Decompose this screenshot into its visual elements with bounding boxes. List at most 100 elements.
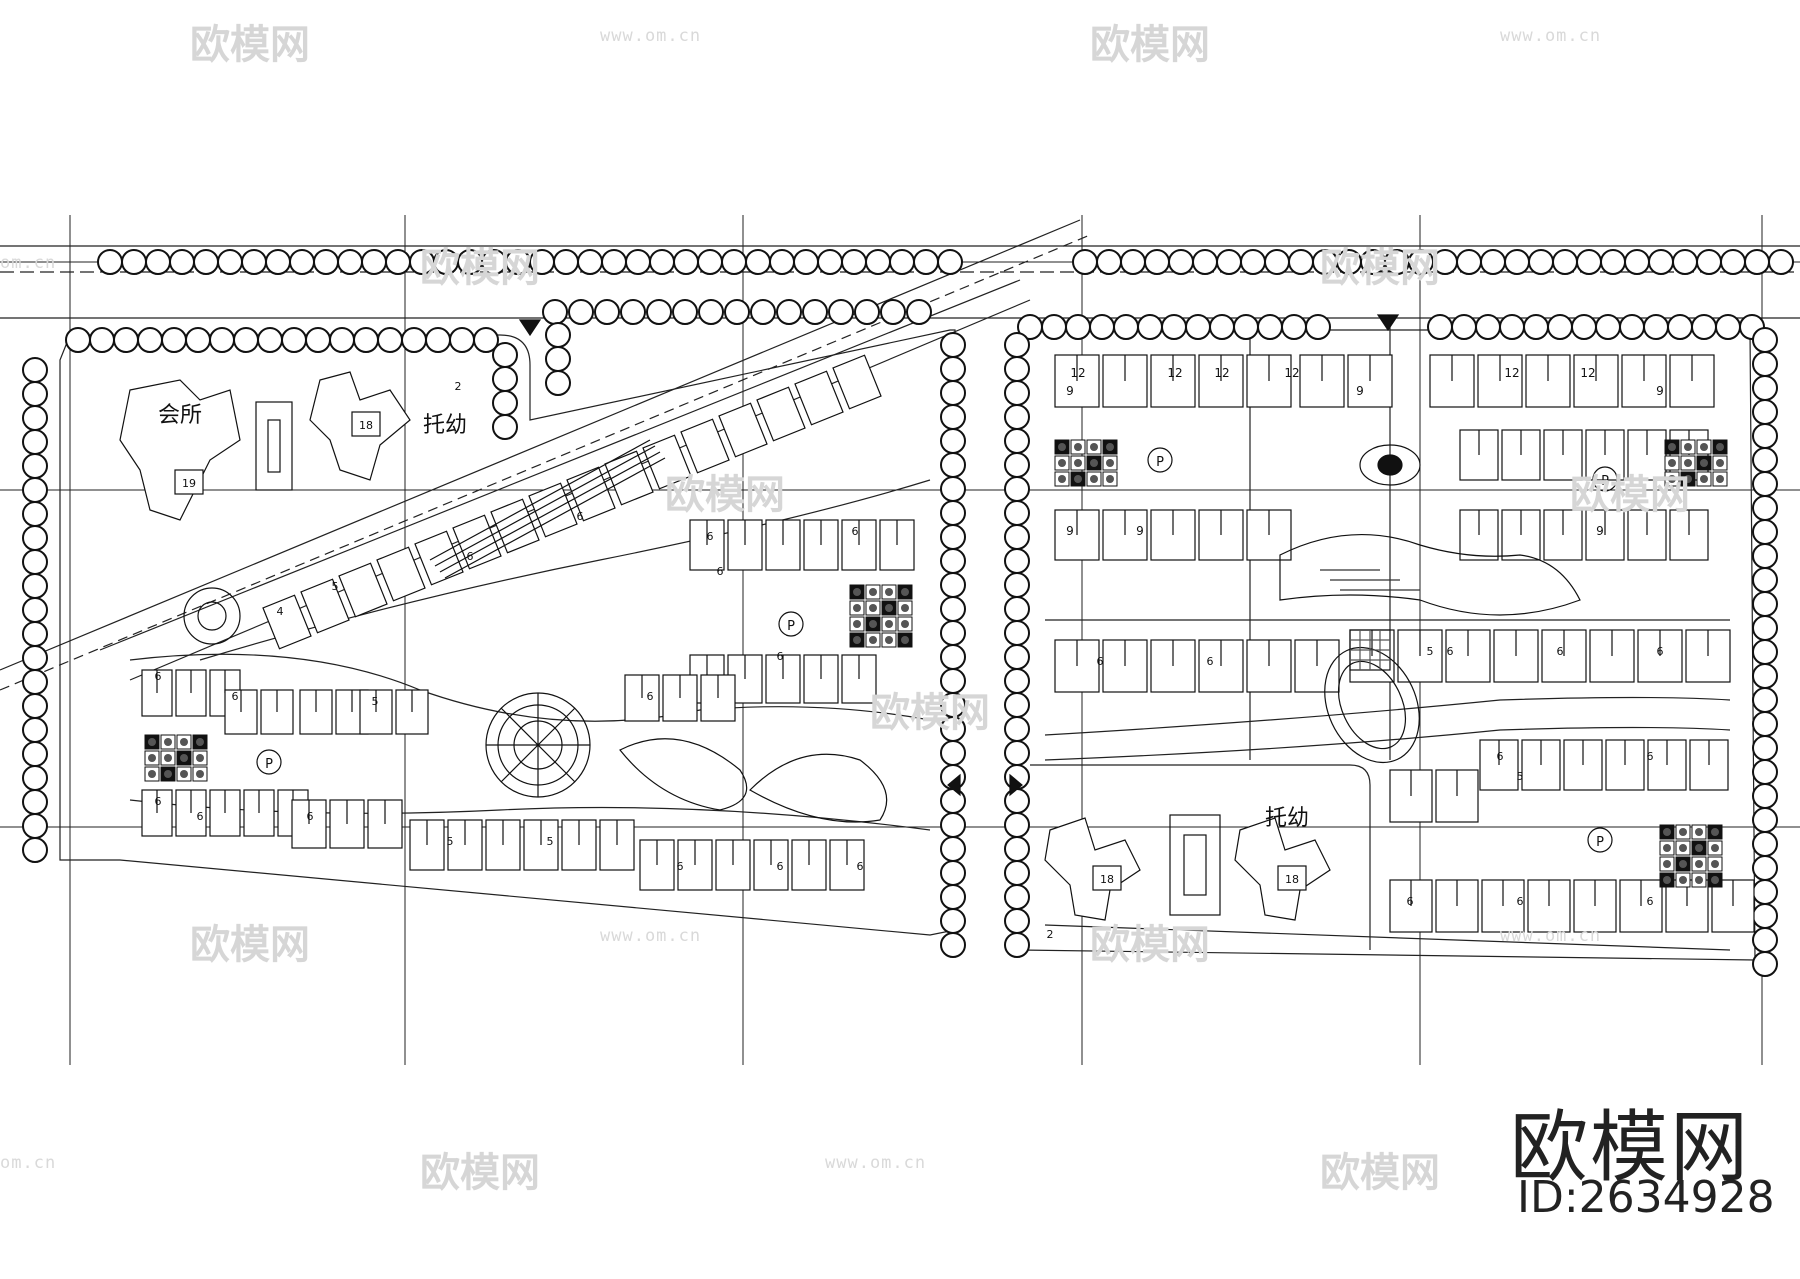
tree-icon — [854, 299, 880, 325]
tree-icon — [1240, 249, 1266, 275]
building-number: 6 — [647, 690, 654, 703]
watermark-url: www.om.cn — [600, 26, 702, 46]
tree-icon — [217, 249, 243, 275]
parking-marker — [1663, 876, 1671, 884]
tree-icon — [1288, 249, 1314, 275]
tree-icon — [1504, 249, 1530, 275]
tree-icon — [1600, 249, 1626, 275]
parking-marker — [1106, 459, 1114, 467]
tree-icon — [1096, 249, 1122, 275]
tree-icon — [1720, 249, 1746, 275]
tree-icon — [1752, 759, 1778, 785]
building-number: 12 — [1284, 366, 1299, 380]
watermark-url: www.om.cn — [1500, 926, 1602, 946]
tree-icon — [1576, 249, 1602, 275]
parking-marker — [869, 604, 877, 612]
parking-marker — [1684, 443, 1692, 451]
tree-icon — [1752, 351, 1778, 377]
parking-marker — [885, 588, 893, 596]
building-number: 6 — [1557, 645, 1564, 658]
tree-icon — [1499, 314, 1525, 340]
tree-icon — [1480, 249, 1506, 275]
parking-marker — [1106, 475, 1114, 483]
building-number: 18 — [1100, 873, 1114, 886]
building-number: 6 — [857, 860, 864, 873]
tree-icon — [1065, 314, 1091, 340]
tree-icon — [241, 249, 267, 275]
parking-marker — [1716, 443, 1724, 451]
residential-buildings — [119, 354, 1755, 933]
tree-icon — [1004, 860, 1030, 886]
parking-marker — [901, 588, 909, 596]
landscape-features — [183, 314, 1581, 916]
tree-icon — [1552, 249, 1578, 275]
tree-icon — [841, 249, 867, 275]
building-number: 9 — [1136, 524, 1144, 538]
tree-icon — [22, 717, 48, 743]
tree-icon — [1752, 519, 1778, 545]
building-number: 6 — [852, 525, 859, 538]
tree-icon — [625, 249, 651, 275]
tree-icon — [22, 381, 48, 407]
tree-icon — [913, 249, 939, 275]
building-number: 6 — [232, 690, 239, 703]
tree-icon — [937, 249, 963, 275]
tree-icon — [313, 249, 339, 275]
tree-icon — [1004, 908, 1030, 934]
tree-icon — [698, 299, 724, 325]
tree-icon — [1475, 314, 1501, 340]
parking-marker — [885, 636, 893, 644]
parking-marker — [1711, 876, 1719, 884]
tree-icon — [1192, 249, 1218, 275]
tree-icon — [1752, 687, 1778, 713]
tree-icon — [1004, 668, 1030, 694]
tree-icon — [1257, 314, 1283, 340]
building-number: 9 — [1066, 384, 1074, 398]
tree-icon — [1427, 314, 1453, 340]
tree-icon — [145, 249, 171, 275]
parking-marker — [148, 770, 156, 778]
tree-icon — [401, 327, 427, 353]
parking-marker — [1695, 844, 1703, 852]
tree-icon — [1752, 543, 1778, 569]
tree-icon — [89, 327, 115, 353]
tree-icon — [329, 327, 355, 353]
parking-marker — [1663, 828, 1671, 836]
tree-icon — [1752, 327, 1778, 353]
tree-icon — [1004, 788, 1030, 814]
tower-core — [1277, 865, 1307, 891]
watermark-url: www.om.cn — [1500, 26, 1602, 46]
tree-icon — [22, 525, 48, 551]
tree-icon — [22, 645, 48, 671]
tree-icon — [940, 788, 966, 814]
label-parking: P — [265, 757, 273, 772]
building-number: 18 — [1285, 873, 1299, 886]
tree-icon — [169, 249, 195, 275]
tree-icon — [545, 322, 571, 348]
parking-marker — [1058, 459, 1066, 467]
tree-icon — [113, 327, 139, 353]
parking-marker — [885, 604, 893, 612]
label-parking: P — [1156, 455, 1164, 470]
building-number: 5 — [372, 695, 379, 708]
tree-icon — [22, 597, 48, 623]
tree-icon — [940, 548, 966, 574]
building-number: 5 — [447, 835, 454, 848]
building-number: 2 — [455, 380, 462, 393]
tree-icon — [1752, 711, 1778, 737]
tree-icon — [1752, 495, 1778, 521]
tree-icon — [449, 327, 475, 353]
parking-marker — [1700, 459, 1708, 467]
parking-marker — [1679, 844, 1687, 852]
document-id: ID:2634928 — [1517, 1172, 1775, 1223]
building-unit — [718, 402, 768, 458]
building-number: 19 — [182, 477, 196, 490]
parking-marker — [1074, 475, 1082, 483]
tree-icon — [940, 812, 966, 838]
building-number: 2 — [1047, 928, 1054, 941]
tree-icon — [1672, 249, 1698, 275]
tree-icon — [1185, 314, 1211, 340]
tree-icon — [22, 453, 48, 479]
tree-icon — [1752, 927, 1778, 953]
